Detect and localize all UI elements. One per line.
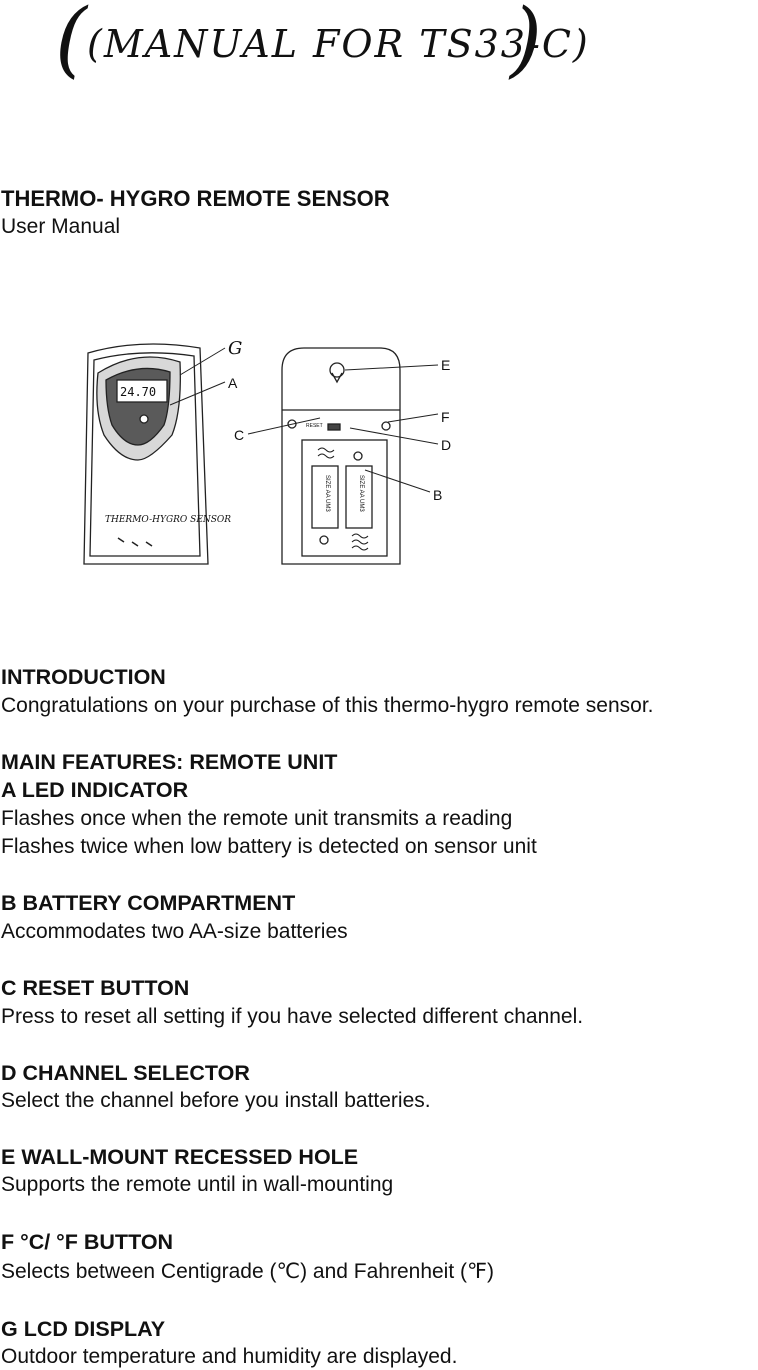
front-unit (83, 343, 209, 565)
intro-heading: INTRODUCTION (1, 665, 166, 689)
channel-heading: D CHANNEL SELECTOR (1, 1061, 250, 1085)
lcd-text: Outdoor temperature and humidity are dis… (1, 1345, 458, 1368)
note-text: (MANUAL FOR TS33-C) (87, 22, 590, 66)
main-features-heading: MAIN FEATURES: REMOTE UNIT (1, 750, 338, 774)
intro-text: Congratulations on your purchase of this… (1, 694, 654, 717)
reset-label: RESET (306, 423, 323, 429)
callout-lines (169, 347, 439, 493)
cf-text: Selects between Centigrade (℃) and Fahre… (1, 1260, 494, 1283)
callout-c: C (234, 427, 244, 443)
handwritten-note: ( (MANUAL FOR TS33-C) ) (55, 0, 588, 100)
led-text-2: Flashes twice when low battery is detect… (1, 835, 537, 858)
wall-text: Supports the remote until in wall-mounti… (1, 1173, 394, 1196)
callout-d: D (441, 437, 451, 453)
channel-text: Select the channel before you install ba… (1, 1089, 431, 1112)
note-close-paren: ) (510, 0, 542, 87)
document-title: THERMO- HYGRO REMOTE SENSOR (1, 186, 390, 211)
device-brand-label: THERMO-HYGRO SENSOR (105, 515, 231, 525)
callout-e: E (441, 357, 450, 373)
battery-heading: B BATTERY COMPARTMENT (1, 891, 296, 915)
callout-f: F (441, 409, 450, 425)
battery-label-2: SIZE AA UM3 (358, 475, 364, 512)
wall-heading: E WALL-MOUNT RECESSED HOLE (1, 1145, 359, 1169)
reset-text: Press to reset all setting if you have s… (1, 1005, 584, 1028)
callout-a: A (228, 375, 238, 391)
device-illustration: 24.70 THERMO-HYGRO SENSOR RESET SIZE AA … (83, 338, 451, 565)
callout-g: G (228, 338, 242, 359)
back-unit (281, 347, 401, 565)
lcd-heading: G LCD DISPLAY (1, 1317, 166, 1341)
led-heading: A LED INDICATOR (1, 778, 189, 802)
reset-heading: C RESET BUTTON (1, 976, 190, 1000)
battery-text: Accommodates two AA-size batteries (1, 920, 348, 943)
cf-heading: F °C/ °F BUTTON (1, 1230, 174, 1254)
callout-b: B (433, 487, 442, 503)
document-subtitle: User Manual (1, 215, 121, 238)
led-text-1: Flashes once when the remote unit transm… (1, 807, 513, 830)
battery-label-1: SIZE AA UM3 (324, 475, 330, 512)
device-lcd-reading: 24.70 (120, 385, 156, 399)
note-open-paren: ( (55, 0, 87, 87)
